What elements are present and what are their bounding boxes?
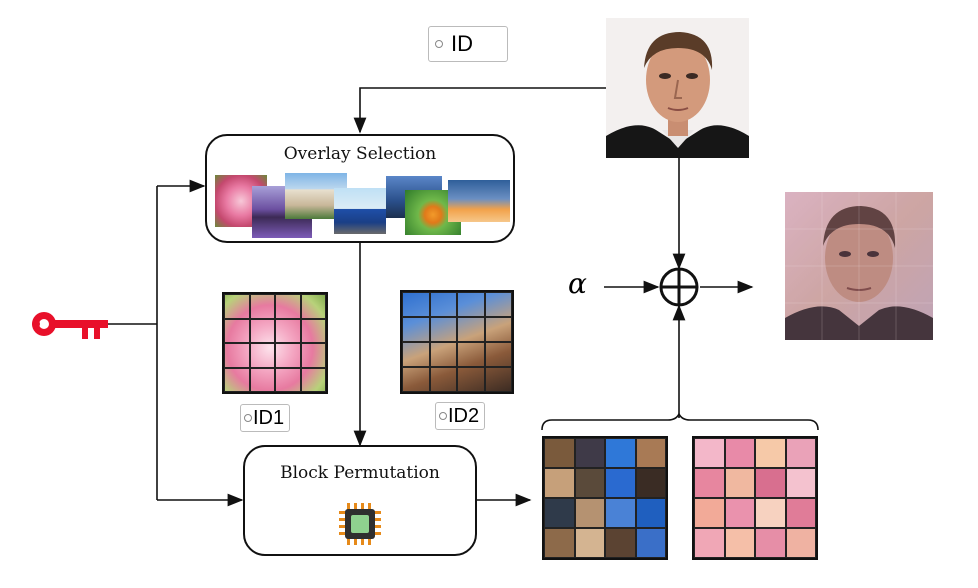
id1-tag-label: ID1 — [253, 406, 285, 429]
alpha-symbol: α — [568, 267, 587, 300]
input-face-photo — [606, 18, 749, 158]
permuted-grid-city — [542, 436, 668, 560]
id1-tag: ID1 — [240, 404, 290, 432]
overlay-grid-city — [400, 290, 514, 394]
overlay-image-plane — [448, 180, 510, 222]
id2-tag-label: ID2 — [448, 404, 480, 427]
id2-tag: ID2 — [435, 402, 485, 430]
tag-hole-icon — [439, 412, 447, 420]
chip-icon — [339, 503, 381, 545]
tag-hole-icon — [435, 40, 443, 48]
output-blended-face — [785, 192, 933, 340]
xor-plus-icon — [659, 267, 699, 307]
id-tag: ID — [428, 26, 508, 62]
tag-hole-icon — [244, 414, 252, 422]
permuted-grid-flower — [692, 436, 818, 560]
block-permutation-title: Block Permutation — [280, 463, 440, 483]
overlay-image-car — [334, 188, 386, 234]
overlay-selection-title: Overlay Selection — [283, 144, 437, 164]
id-tag-label: ID — [451, 31, 473, 56]
key-icon — [32, 312, 108, 339]
overlay-grid-flower — [222, 292, 328, 394]
